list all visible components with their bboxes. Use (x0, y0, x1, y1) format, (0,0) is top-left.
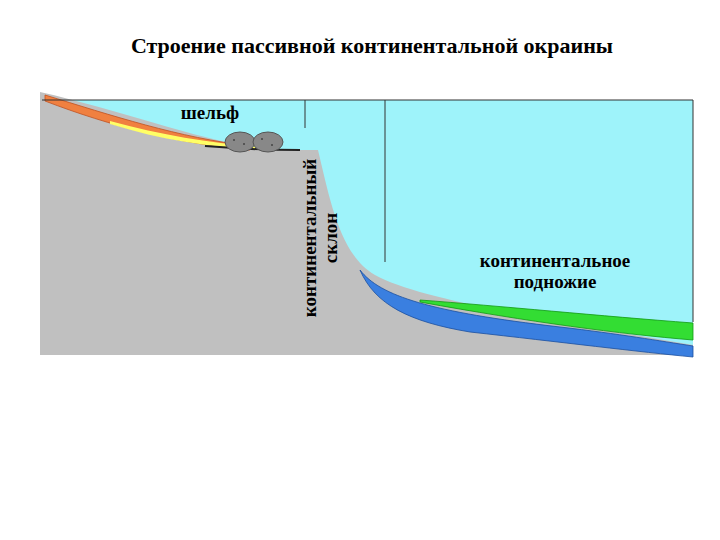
zone-label: шельф (150, 102, 270, 123)
zone-label: континентальное подножие (440, 250, 670, 292)
mound-dots (233, 138, 273, 146)
rise-sediment-green (420, 300, 693, 340)
zone-label: континентальный склон (299, 133, 341, 343)
diagram-title: Строение пассивной континентальной окраи… (50, 34, 694, 58)
frame-edge (693, 100, 694, 322)
reef-mound (253, 132, 283, 152)
continental-crust (40, 92, 693, 355)
sea-surface (42, 99, 693, 100)
boundary-line (305, 100, 306, 128)
boundary-line (385, 100, 386, 262)
reef-mound (225, 132, 255, 152)
